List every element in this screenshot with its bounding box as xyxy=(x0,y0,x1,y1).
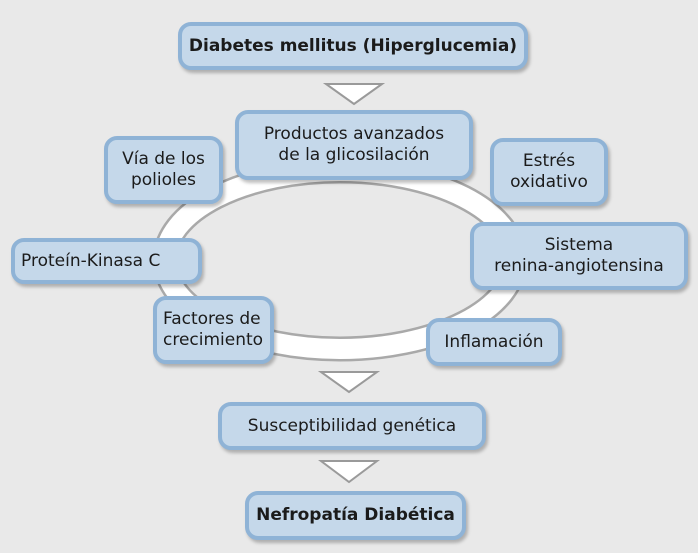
via-polioles-box: Vía de los polioles xyxy=(104,136,223,204)
arrow-down-icon xyxy=(318,460,380,484)
diabetes-mellitus-box: Diabetes mellitus (Hiperglucemia) xyxy=(178,22,528,70)
arrow-down-icon xyxy=(322,83,386,106)
sistema-renina-box: Sistema renina-angiotensina xyxy=(470,222,688,290)
proteina-kinasa-box: Proteín-Kinasa C xyxy=(11,238,202,284)
productos-glicosilacion-box: Productos avanzados de la glicosilación xyxy=(235,110,473,180)
estres-oxidativo-box: Estrés oxidativo xyxy=(490,138,608,206)
inflamacion-box: Inflamación xyxy=(426,318,562,366)
nefropatia-box: Nefropatía Diabética xyxy=(245,491,466,540)
susceptibilidad-box: Susceptibilidad genética xyxy=(218,402,486,450)
factores-crecimiento-box: Factores de crecimiento xyxy=(153,296,274,364)
arrow-down-icon xyxy=(317,371,381,394)
